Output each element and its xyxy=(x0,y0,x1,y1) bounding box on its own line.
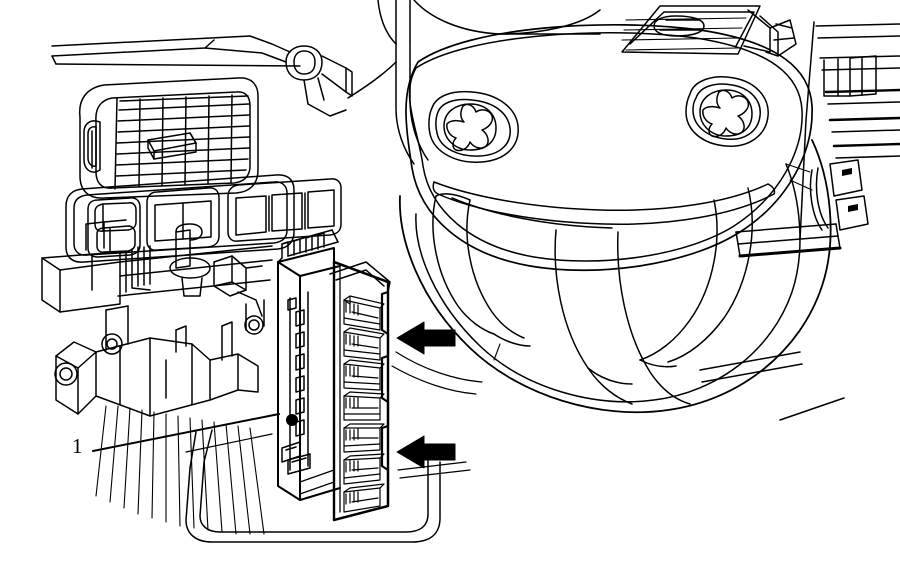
callout-leader-1 xyxy=(92,413,280,452)
connector-arrow-upper xyxy=(396,321,456,355)
body-control-module xyxy=(277,229,391,522)
callout-number-1: 1 xyxy=(72,434,83,458)
upper-right-air-vent xyxy=(621,5,797,57)
left-air-vent xyxy=(78,77,259,199)
pedal-support-bracket xyxy=(41,219,273,417)
dash-switch-panel xyxy=(65,174,342,263)
steering-column-stalk xyxy=(285,45,353,117)
reference-lines xyxy=(185,351,483,479)
windshield-base-trim xyxy=(413,0,601,35)
dash-upper-trim xyxy=(51,35,301,67)
center-dash-seam xyxy=(347,0,429,165)
right-center-stack xyxy=(799,21,900,241)
floor-carpet-hatching xyxy=(95,405,265,535)
connector-arrow-lower xyxy=(396,435,456,469)
